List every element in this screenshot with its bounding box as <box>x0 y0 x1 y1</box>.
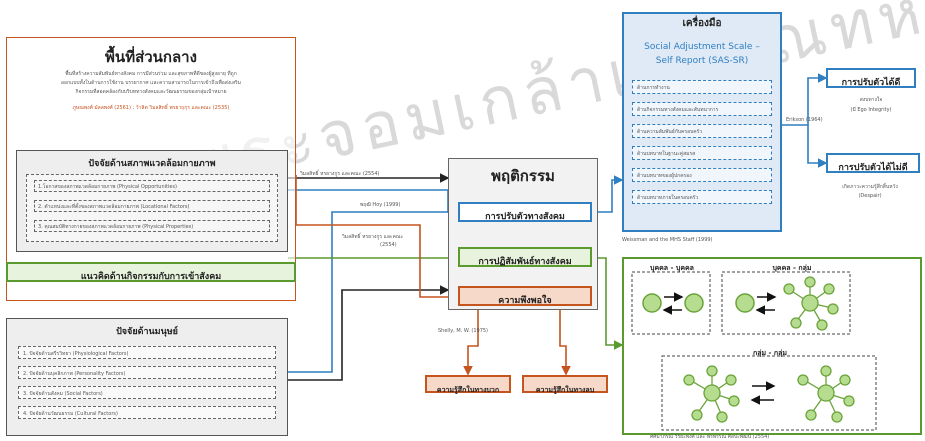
ref-weissman: Weissman and the MHS Staff (1999) <box>622 237 713 243</box>
outcome-good-box: การปรับตัวได้ดี <box>826 68 916 88</box>
behavior-satisfaction-label: ความพึงพอใจ <box>498 296 552 306</box>
label-person-group: บุคคล - กลุ่ม <box>772 264 812 272</box>
ref-bottom: ศศิมาภรณ์ วิริยะพงศ์ และ พรพรรณ ศิลปะพัฒ… <box>650 434 770 440</box>
tools-item-1: ด้านการทำงาน <box>632 80 772 94</box>
interaction-panel <box>622 257 922 435</box>
arrow-tools-to-bad <box>807 125 828 168</box>
feeling-positive-box: ความรู้สึกในทางบวก <box>425 375 511 394</box>
behavior-interaction-label: การปฏิสัมพันธ์ทางสังคม <box>478 257 572 267</box>
person-node <box>684 293 704 313</box>
physical-env-title: ปัจจัยด้านสภาพแวดล้อมกายภาพ <box>88 159 216 169</box>
tools-title: เครื่องมือ <box>682 18 722 29</box>
behavior-satisfaction-box: ความพึงพอใจ <box>458 286 592 306</box>
physical-env-list <box>26 174 278 242</box>
arrow-satisfaction-to-positive <box>463 306 479 376</box>
ref-label-2: พฤฒิ Hoy (1999) <box>360 202 401 208</box>
outcome-bad-box: การปรับตัวได้ไม่ดี <box>826 153 920 173</box>
behavior-adjustment-label: การปรับตัวทางสังคม <box>485 212 565 222</box>
behavior-adjustment-box: การปรับตัวทางสังคม <box>458 202 592 222</box>
behavior-title: พฤติกรรม <box>491 167 555 185</box>
outcome-bad-label: การปรับตัวได้ไม่ดี <box>838 163 908 173</box>
ref-erikson: Erikson (1964) <box>786 117 823 123</box>
outcome-good-sub-2: (มี Ego Integrity) <box>850 107 892 113</box>
tools-scale-2: Self Report (SAS-SR) <box>655 56 749 66</box>
physical-env-item-3: 3. คุณสมบัติทางกายของสภาพแวดล้อมกายภาพ (… <box>34 220 270 232</box>
physical-env-item-1: 1.โอกาสของสภาพแวดล้อมกายภาพ (Physical Op… <box>34 180 270 192</box>
feeling-negative-label: ความรู้สึกในทางลบ <box>535 386 595 394</box>
arrow-interaction-to-panel <box>592 257 624 350</box>
label-group-group: กลุ่ม - กลุ่ม <box>752 349 788 357</box>
group-cluster <box>783 276 839 331</box>
ref-label-3a: วิมลสิทธิ์ หรยางกูร และคณะ <box>342 234 404 240</box>
human-factors-item-4: 4. ปัจจัยด้านวัฒนธรรม (Cultural Factors) <box>18 406 276 419</box>
arrow-central-to-satisfaction <box>295 175 460 302</box>
central-area-desc-1: พื้นที่สร้างความสัมพันธ์ทางสังคม การมีส่… <box>65 71 237 77</box>
central-area-desc-3: กิจกรรมที่สอดคล้องกับบริบททางสังคมและวัฒ… <box>75 89 227 95</box>
tools-item-4: ด้านบทบาทในฐานะคู่สมรส <box>632 146 772 160</box>
arrow-satisfaction-to-negative <box>559 306 571 376</box>
human-factors-title: ปัจจัยด้านมนุษย์ <box>116 327 178 337</box>
human-factors-item-1: 1. ปัจจัยด้านสรีรวิทยา (Physiological Fa… <box>18 346 276 359</box>
outcome-bad-sub-1: เกิดภาวะความรู้สึกสิ้นหวัง <box>842 184 898 190</box>
person-node <box>642 293 662 313</box>
tools-item-6: ด้านบทบาทภายในครอบครัว <box>632 190 772 204</box>
central-area-title: พื้นที่ส่วนกลาง <box>105 48 197 66</box>
human-factors-item-2: 2. ปัจจัยด้านบุคลิกภาพ (Personality Fact… <box>18 366 276 379</box>
ref-label-shelly: Shelly, M. W. (1975) <box>438 328 489 334</box>
ref-label-3b: (2554) <box>380 242 397 248</box>
tools-item-5: ด้านบทบาทของผู้ปกครอง <box>632 168 772 182</box>
central-area-ref: ภูษณพงศ์ มัลลพงศ์ (2561) ; ว้าลิต วิมลสิ… <box>72 105 230 111</box>
outcome-bad-sub-2: (Despair) <box>858 193 882 199</box>
outcome-good-sub-1: สงบทางใจ <box>859 97 883 103</box>
arrow-tools-to-good <box>782 73 828 126</box>
tools-item-3: ด้านความสัมพันธ์กับครอบครัว <box>632 124 772 138</box>
group-cluster <box>683 365 740 423</box>
person-node <box>735 293 755 313</box>
feeling-negative-box: ความรู้สึกในทางลบ <box>522 375 608 394</box>
tools-scale-1: Social Adjustment Scale – <box>644 42 760 52</box>
arrow-human-to-behavior <box>288 285 450 381</box>
behavior-interaction-box: การปฏิสัมพันธ์ทางสังคม <box>458 247 592 267</box>
tools-item-2: ด้านกิจกรรมทางสังคมและสันทนาการ <box>632 102 772 116</box>
arrow-human-to-adjustment <box>288 207 460 373</box>
arrow-adjustment-to-tools <box>592 175 624 213</box>
human-factors-item-3: 3. ปัจจัยด้านสังคม (Social Factors) <box>18 386 276 399</box>
central-area-desc-2: ออกแบบทั้งในด้านการใช้งาน บรรยากาศ และคว… <box>60 80 242 86</box>
label-person-person: บุคคล - บุคคล <box>650 264 694 272</box>
behavior-box <box>448 158 598 310</box>
group-group-frame <box>661 355 877 431</box>
outcome-good-label: การปรับตัวได้ดี <box>841 78 901 88</box>
activity-concept-label: แนวคิดด้านกิจกรรมกับการเข้าสังคม <box>80 272 222 282</box>
ref-label-1: วิมลสิทธิ์ หรยางกูร และคณะ (2554) <box>300 171 380 177</box>
physical-env-item-2: 2. ตำแหน่งและที่ตั้งของสภาพแวดล้อมกายภาพ… <box>34 200 270 212</box>
activity-concept-box: แนวคิดด้านกิจกรรมกับการเข้าสังคม <box>6 262 296 282</box>
group-cluster <box>797 365 855 423</box>
feeling-positive-label: ความรู้สึกในทางบวก <box>436 386 500 394</box>
